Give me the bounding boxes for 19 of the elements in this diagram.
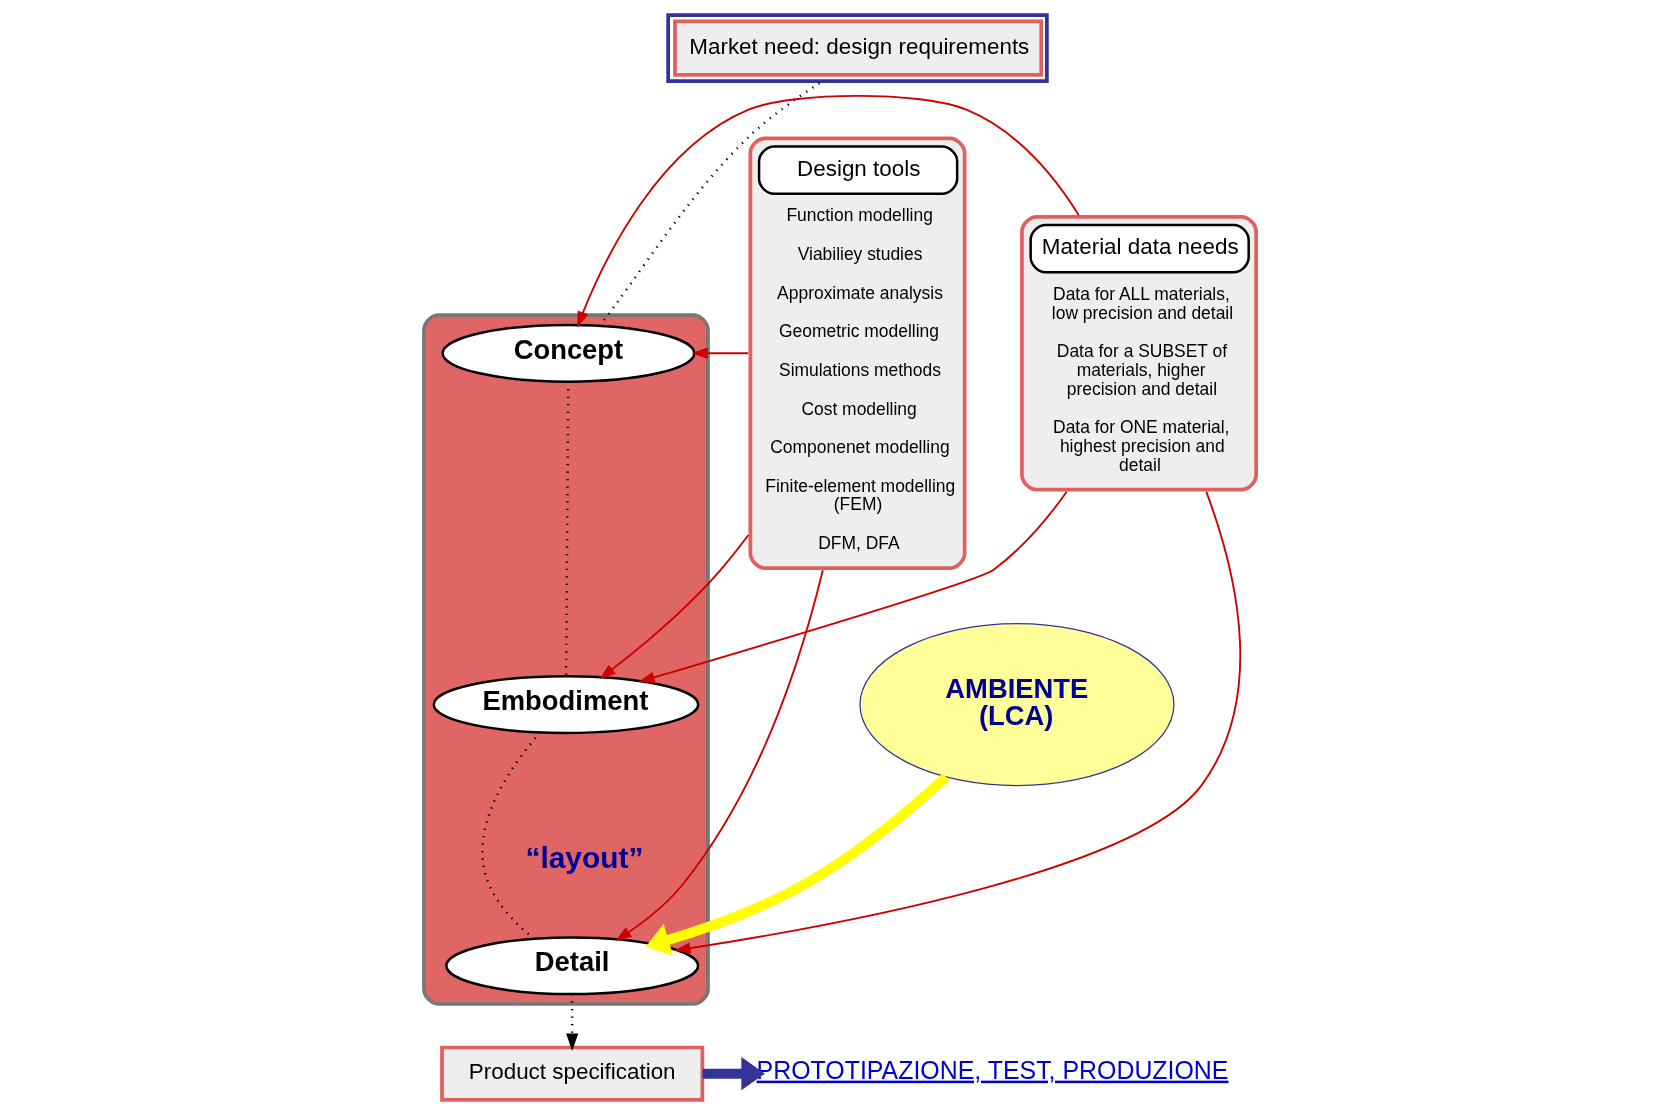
arrow	[577, 94, 1080, 328]
node-text: PROTOTIPAZIONE, TEST, PRODUZIONE	[756, 1055, 1229, 1084]
node-box: Product specification	[440, 1045, 705, 1102]
arrow	[645, 773, 950, 956]
arrow	[599, 534, 750, 680]
connector	[481, 731, 542, 940]
arrow	[674, 491, 1241, 954]
arrow	[691, 347, 750, 359]
node-ellipse: Detail	[445, 936, 700, 996]
node-ellipse: AMBIENTE (LCA)	[859, 623, 1175, 787]
arrow	[638, 490, 1068, 683]
connector	[598, 82, 821, 327]
arrow	[566, 994, 579, 1051]
arrow	[615, 569, 824, 941]
label: “layout”	[525, 841, 644, 875]
node-ellipse: Embodiment	[432, 675, 700, 735]
node-ellipse: Concept	[441, 323, 696, 383]
node-box: Market need: design requirements	[666, 13, 1049, 83]
arrow	[702, 1057, 765, 1091]
